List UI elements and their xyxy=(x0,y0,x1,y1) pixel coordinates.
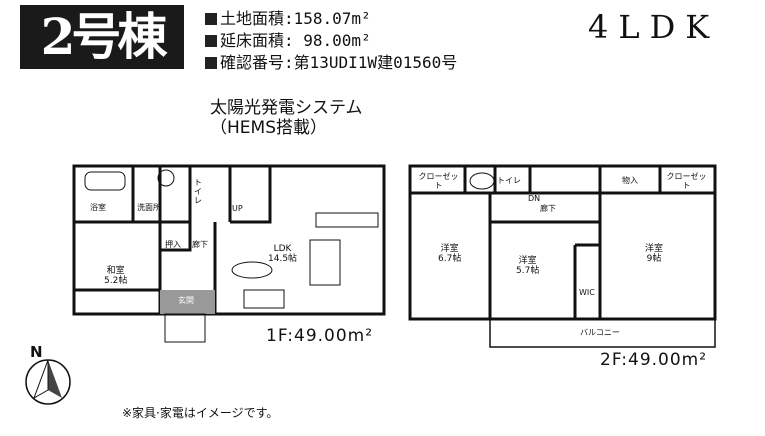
room-storage: 物入 xyxy=(622,176,638,185)
room-hall-1f: 廊下 xyxy=(192,240,208,249)
stairs-up: UP xyxy=(232,204,243,213)
balcony: バルコニー xyxy=(580,328,620,337)
bullet-icon xyxy=(205,13,217,25)
room-closet-left: クローゼット xyxy=(418,172,459,190)
floor1-fixtures xyxy=(84,169,379,309)
room-washroom: 洗面所 xyxy=(137,203,161,212)
entrance-step xyxy=(164,313,206,343)
solar-note: 太陽光発電システム（HEMS搭載） xyxy=(210,98,363,138)
floor-area: 延床面積: 98.00m² xyxy=(205,30,371,52)
room-closet-right: クローゼット xyxy=(666,172,707,190)
bullet-icon xyxy=(205,57,217,69)
room-toilet-2f: トイレ xyxy=(497,176,521,185)
compass xyxy=(25,359,71,405)
stairs-down: DN xyxy=(528,194,541,203)
room-wic: WIC xyxy=(579,288,595,297)
toilet-fixture xyxy=(469,172,495,190)
permit-number: 確認番号:第13UDI1W建01560号 xyxy=(205,52,457,74)
room-closet-1f: 押入 xyxy=(165,240,181,249)
layout-type: 4LDK xyxy=(588,8,720,46)
room-hall-2f: 廊下 xyxy=(540,204,556,213)
room-entrance: 玄関 xyxy=(178,296,194,305)
building-badge: 2号棟 xyxy=(20,5,184,69)
balcony-outline xyxy=(489,318,716,348)
room-bath: 浴室 xyxy=(90,203,106,212)
room-toilet-1f: トイレ xyxy=(194,178,202,205)
entrance-tiles xyxy=(160,290,215,314)
compass-north-label: N xyxy=(30,343,43,361)
floor1-area: 1F:49.00m² xyxy=(266,326,374,346)
floor2-area: 2F:49.00m² xyxy=(600,350,708,370)
disclaimer: ※家具·家電はイメージです。 xyxy=(122,406,279,420)
bullet-icon xyxy=(205,35,217,47)
land-area: 土地面積:158.07m² xyxy=(205,8,371,30)
